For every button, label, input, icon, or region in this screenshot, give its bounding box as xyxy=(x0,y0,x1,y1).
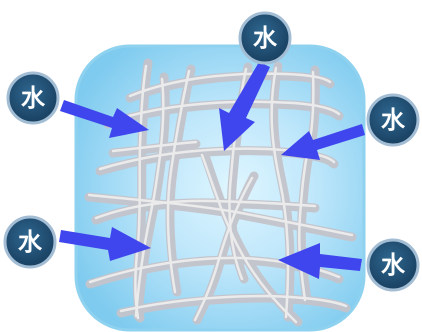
arrows xyxy=(59,62,365,279)
water-label-lower-left: 水 xyxy=(18,228,43,256)
arrow-from-lower-left xyxy=(59,227,151,261)
water-label-lower-right: 水 xyxy=(381,251,406,279)
water-badge-upper-right: 水 xyxy=(366,93,420,147)
water-label-upper-right: 水 xyxy=(381,106,406,134)
water-badge-upper-left: 水 xyxy=(6,71,60,125)
water-badge-lower-right: 水 xyxy=(366,238,420,292)
water-badge-top-center: 水 xyxy=(238,11,292,65)
water-badge-lower-left: 水 xyxy=(3,215,57,269)
water-label-top-center: 水 xyxy=(253,24,278,52)
polymer-network xyxy=(84,58,357,327)
water-label-upper-left: 水 xyxy=(21,84,46,112)
arrow-from-upper-left xyxy=(60,100,149,138)
arrow-from-upper-right xyxy=(281,124,365,160)
arrow-from-top-center xyxy=(219,62,270,151)
arrow-from-lower-right xyxy=(278,243,362,279)
